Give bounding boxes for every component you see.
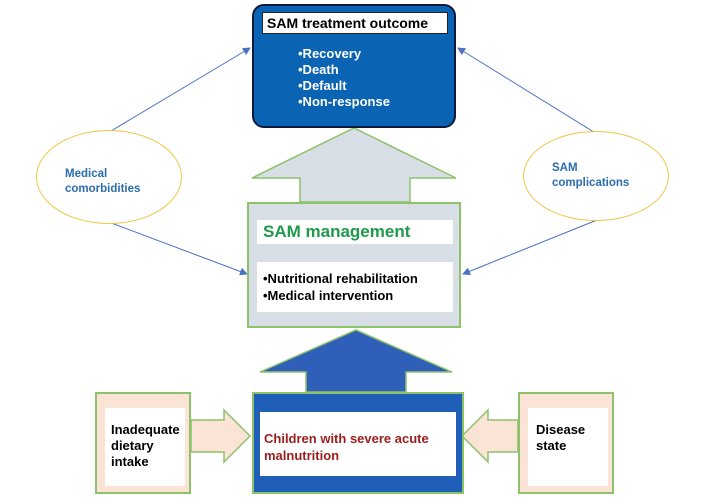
children-to-management-block-arrow — [259, 329, 453, 393]
children-sam-label-panel: Children with severe acute malnutrition — [260, 412, 456, 476]
treatment-outcome-title: SAM treatment outcome — [262, 12, 448, 34]
management-to-outcome-block-arrow — [251, 127, 457, 203]
management-item-medical-intervention: •Medical intervention — [263, 288, 394, 303]
dietary-intake-label-panel: Inadequate dietary intake — [105, 408, 185, 486]
disease-state-line2: state — [536, 438, 567, 453]
sam-complications-line2: complications — [552, 177, 630, 189]
outcome-item-death: •Death — [298, 62, 339, 77]
children-sam-label-line1: Children with severe acute — [264, 431, 429, 446]
disease-state-line1: Disease — [536, 422, 586, 437]
dietary-intake-line3: intake — [111, 454, 149, 469]
dietary-intake-line2: dietary — [111, 438, 154, 453]
sam-complications-ellipse: SAM complications — [523, 131, 669, 221]
medical-comorbidities-line2: comorbidities — [65, 183, 141, 195]
outcome-list: •Recovery •Death •Default •Non-response — [298, 46, 390, 110]
outcome-item-non-response: •Non-response — [298, 94, 390, 109]
comorbidities-to-management-arrow — [105, 220, 248, 276]
right-input-arrow — [460, 408, 519, 464]
complications-to-outcome-arrow — [457, 47, 598, 135]
comorbidities-to-outcome-arrow — [105, 47, 251, 135]
disease-state-label-panel: Disease state — [528, 408, 608, 486]
medical-comorbidities-ellipse: Medical comorbidities — [36, 130, 182, 224]
dietary-intake-line1: Inadequate — [111, 422, 180, 437]
management-box: SAM management •Nutritional rehabilitati… — [247, 202, 461, 328]
management-list: •Nutritional rehabilitation •Medical int… — [257, 262, 453, 312]
management-title: SAM management — [257, 220, 453, 244]
left-input-arrow — [190, 408, 252, 464]
management-item-nutritional-rehabilitation: •Nutritional rehabilitation — [263, 271, 418, 286]
treatment-outcome-box: SAM treatment outcome •Recovery •Death •… — [252, 4, 456, 128]
disease-state-box: Disease state — [518, 392, 614, 494]
outcome-item-default: •Default — [298, 78, 347, 93]
medical-comorbidities-line1: Medical — [65, 168, 108, 180]
dietary-intake-box: Inadequate dietary intake — [95, 392, 191, 494]
complications-to-management-arrow — [462, 219, 598, 276]
children-sam-label-line2: malnutrition — [264, 448, 340, 463]
outcome-item-recovery: •Recovery — [298, 46, 362, 61]
sam-complications-line1: SAM — [552, 162, 578, 174]
children-sam-box: Children with severe acute malnutrition — [252, 392, 464, 494]
